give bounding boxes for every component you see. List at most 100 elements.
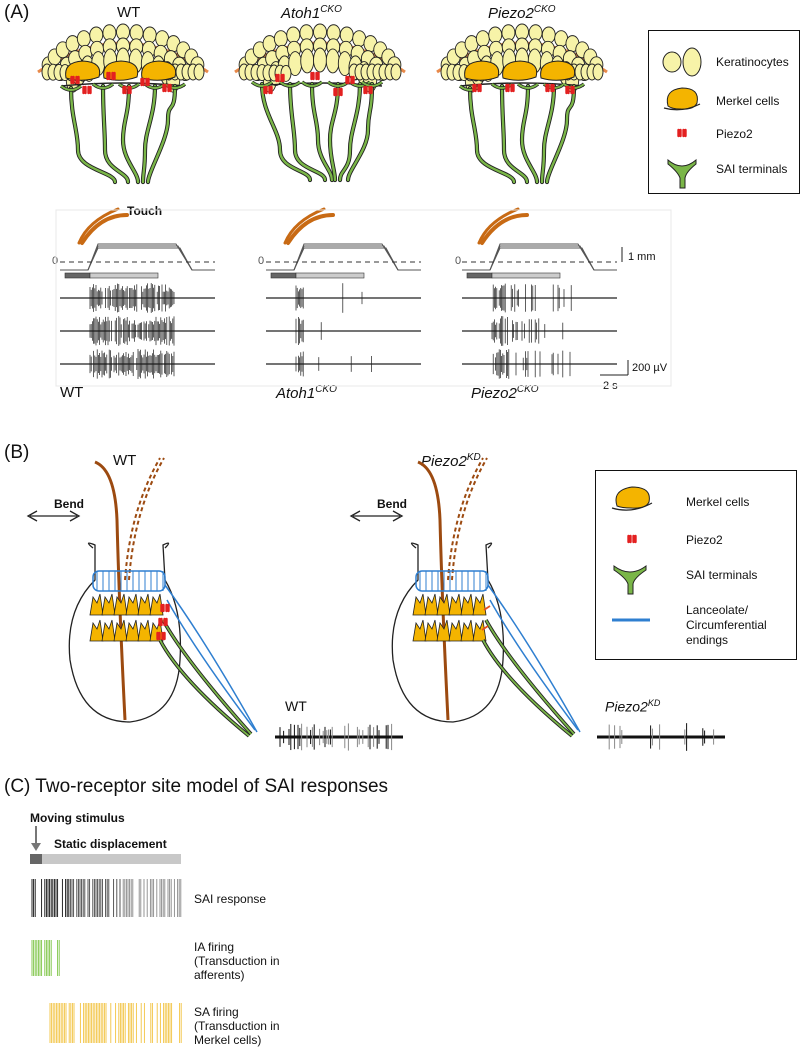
piezo2-channel	[82, 85, 92, 95]
terminal-disc	[60, 85, 82, 91]
sai-fiber	[338, 82, 362, 182]
keratinocyte	[592, 63, 604, 81]
legend-b-merkel: Merkel cells	[686, 495, 750, 509]
keratinocyte	[76, 30, 91, 48]
merkel-cell	[137, 593, 152, 616]
merkel-cell	[141, 60, 177, 81]
merkel-cell	[412, 619, 427, 642]
bend-arrow-heads	[26, 510, 81, 522]
touch-probe	[477, 207, 520, 245]
sa-firing-label: SA firing	[194, 1005, 239, 1019]
static-stimulus-bar	[42, 854, 181, 864]
static-displacement-label: Static displacement	[54, 837, 167, 851]
legend-merkel-cells: Merkel cells	[716, 94, 780, 108]
keratinocyte	[286, 26, 301, 44]
terminal-disc	[251, 81, 273, 87]
displacement-trace	[462, 243, 617, 271]
trace-label-piezo2: Piezo2CKO	[471, 384, 539, 402]
sai-fiber	[500, 84, 529, 184]
static-phase-bar	[491, 272, 561, 279]
hair-bent	[447, 457, 484, 581]
keratinocyte	[300, 48, 315, 74]
lanceolate-fiber	[164, 584, 258, 733]
touch-probe	[286, 213, 335, 245]
merkel-cell	[125, 619, 140, 642]
sai-fiber	[260, 82, 312, 182]
panel-c-title: (C) Two-receptor site model of SAI respo…	[4, 776, 389, 797]
lanceolate-fiber	[489, 599, 579, 731]
bend-label-wt: Bend	[54, 497, 84, 511]
sai-fiber-outline	[161, 619, 253, 736]
static-phase-bar	[295, 272, 365, 279]
keratinocyte	[390, 63, 402, 81]
lanceolate-fiber	[166, 599, 256, 731]
terminal-disc	[92, 83, 114, 89]
merkel-cell	[448, 593, 463, 616]
legend-keratinocyte-icon	[662, 47, 702, 77]
legend-piezo-icon	[677, 128, 687, 138]
merkel-cell	[101, 619, 116, 642]
keratinocyte	[129, 24, 144, 42]
sai-fiber	[288, 82, 327, 182]
keratinocyte	[541, 26, 556, 44]
displacement-trace	[60, 247, 215, 271]
merkel-cell	[137, 619, 152, 642]
keratinocyte	[273, 30, 288, 48]
keratinocyte	[339, 26, 354, 44]
hair-bent	[128, 457, 165, 581]
sai-fiber-outline	[337, 81, 363, 183]
touch-probe	[480, 213, 529, 245]
follicle-diagram-kd	[349, 457, 581, 738]
panel-a-title-wt: WT	[117, 4, 141, 21]
sai-fiber-outline	[120, 83, 141, 185]
dynamic-phase-bar	[466, 272, 493, 279]
follicle-diagram-wt	[26, 457, 258, 738]
merkel-cell	[472, 593, 487, 616]
sa-firing-sub1: (Transduction in	[194, 1019, 280, 1033]
sai-fiber	[545, 84, 576, 184]
sai-fiber	[69, 86, 117, 184]
legend-piezo2: Piezo2	[716, 127, 753, 141]
merkel-cell	[149, 593, 164, 616]
sai-fiber	[328, 82, 340, 182]
sai-fiber	[141, 84, 157, 184]
panel-a-title-atoh1: Atoh1CKO	[281, 4, 342, 22]
skin-diagram-piezo2	[436, 23, 608, 185]
sai-fiber-outline	[519, 83, 540, 185]
legend-b-piezo-icon	[627, 534, 637, 544]
merkel-cell	[464, 60, 500, 81]
sa-firing-sub2: Merkel cells)	[194, 1033, 262, 1047]
dynamic-phase-bar	[270, 272, 297, 279]
trace-label-wt: WT	[60, 384, 84, 401]
panel-b-label: (B)	[4, 442, 30, 463]
merkel-cell	[89, 619, 104, 642]
zero-label-2: 0	[258, 255, 265, 267]
sai-fiber-outline	[158, 639, 251, 738]
merkel-cell	[113, 619, 128, 642]
trace-b-wt-label: WT	[285, 698, 307, 714]
merkel-cell	[460, 593, 475, 616]
sai-fiber	[540, 84, 556, 184]
keratinocyte	[501, 24, 516, 42]
legend-b-merkel-icon	[611, 486, 653, 511]
legend-keratinocytes: Keratinocytes	[716, 55, 789, 69]
merkel-cell	[113, 593, 128, 616]
sai-fiber-outline	[484, 619, 576, 736]
moving-stimulus-arrowhead	[31, 843, 41, 851]
legend-b-endings: endings	[686, 633, 729, 647]
keratinocyte	[89, 26, 104, 44]
dynamic-phase-bar	[64, 272, 91, 279]
lanceolate-fiber	[487, 584, 581, 733]
keratinocyte	[142, 26, 157, 44]
hair-bent	[451, 457, 488, 581]
terminal-disc	[279, 81, 301, 87]
merkel-cell	[472, 619, 487, 642]
sai-fiber	[121, 84, 140, 184]
panel-c-model	[30, 826, 182, 1043]
legend-merkel-icon	[663, 87, 701, 111]
scale-mm-label: 1 mm	[628, 251, 656, 263]
sai-fiber	[482, 639, 573, 737]
touch-label: Touch	[127, 204, 163, 218]
merkel-cell	[424, 619, 439, 642]
merkel-cell	[101, 593, 116, 616]
